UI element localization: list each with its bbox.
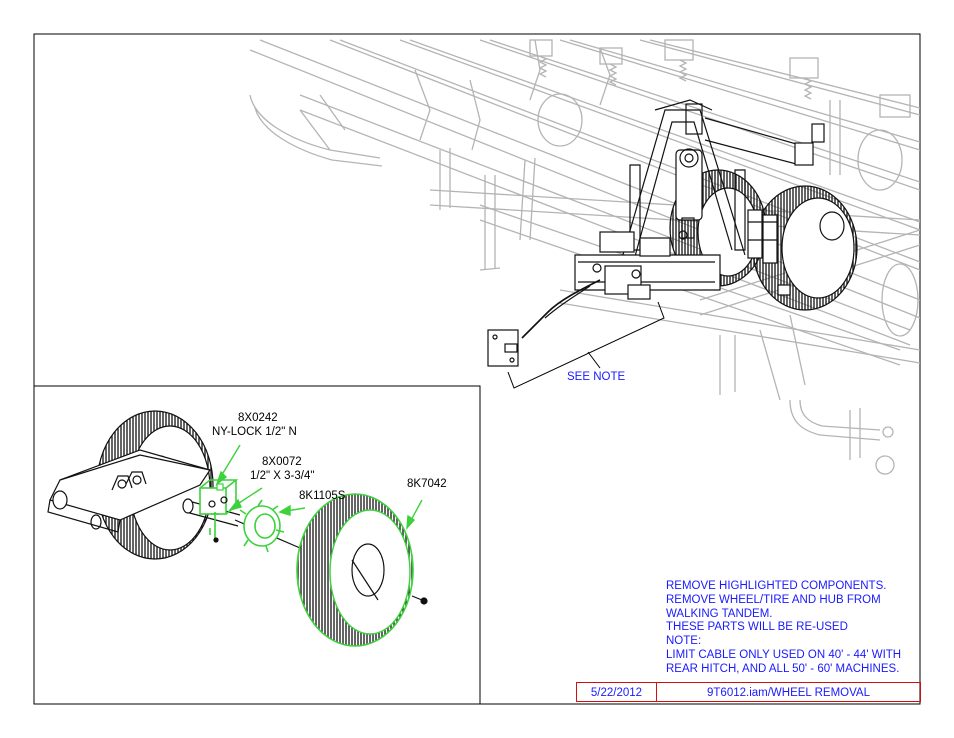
title-block-date: 5/22/2012 — [576, 682, 657, 702]
note-line: REMOVE HIGHLIGHTED COMPONENTS. — [666, 580, 887, 592]
note-line: NOTE: — [666, 635, 702, 648]
note-line: REAR HITCH, AND ALL 50' - 60' MACHINES. — [666, 662, 900, 675]
note-line: WALKING TANDEM. — [666, 607, 773, 620]
callout-8x0072-number: 8X0072 — [262, 456, 302, 468]
callout-8x0242-number: 8X0242 — [238, 412, 278, 424]
note-line: LIMIT CABLE ONLY USED ON 40' - 44' WITH — [666, 648, 902, 661]
callout-8k7042-number: 8K7042 — [407, 478, 447, 490]
callout-8x0072-description: 1/2" X 3-3/4" — [250, 470, 315, 482]
note-line: THESE PARTS WILL BE RE-USED — [666, 621, 848, 634]
callout-leaders — [215, 444, 423, 531]
see-note-label: SEE NOTE — [567, 371, 626, 383]
callout-8k1105s-number: 8K1105S — [299, 490, 346, 502]
instruction-notes: REMOVE HIGHLIGHTED COMPONENTS. REMOVE WH… — [666, 580, 901, 677]
callout-8x0242-description: NY-LOCK 1/2" N — [212, 426, 297, 438]
note-line: REMOVE WHEEL/TIRE AND HUB FROM — [666, 593, 881, 606]
walking-tandem-assembly — [487, 99, 858, 367]
see-note-leader — [587, 351, 601, 369]
title-block-filename: 9T6012.iam/WHEEL REMOVAL — [656, 682, 921, 702]
